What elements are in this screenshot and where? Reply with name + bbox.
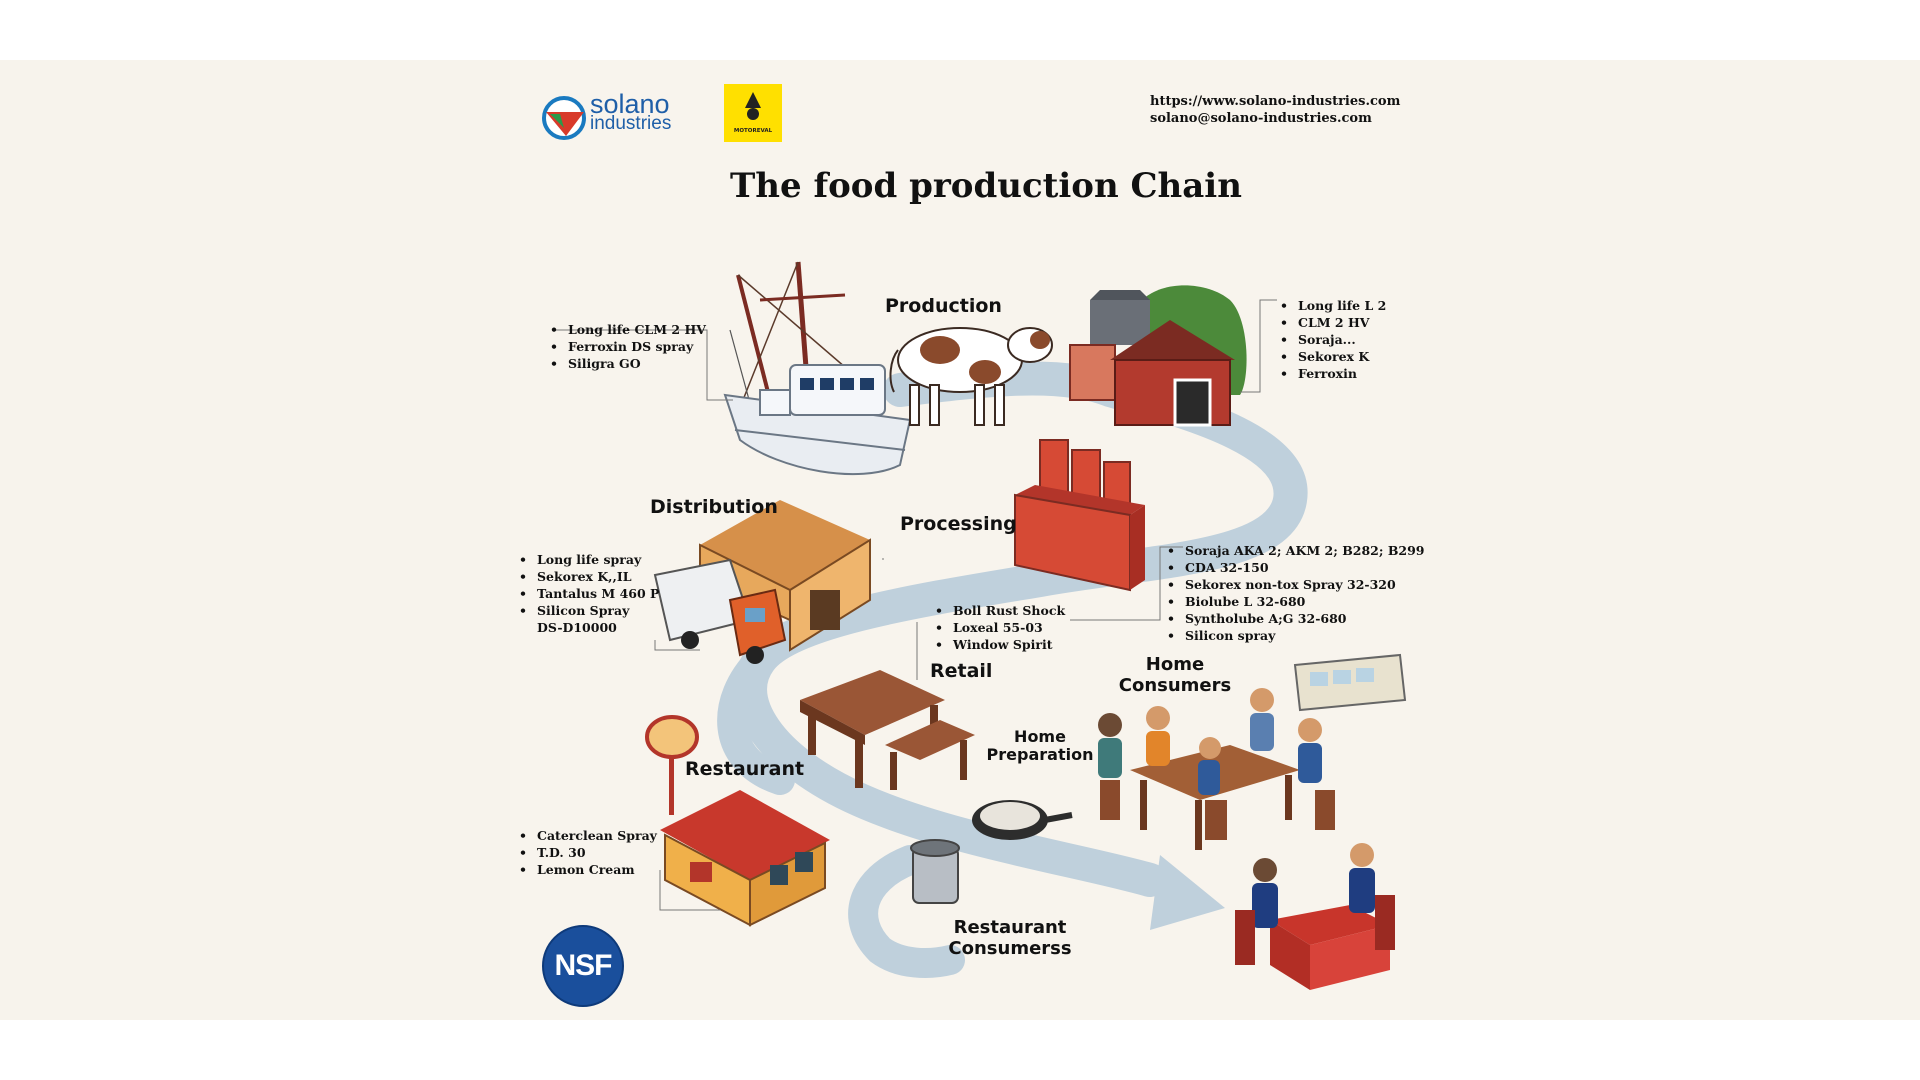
product-list-distribution: Long life spray Sekorex K,,IL Tantalus M… <box>517 551 659 636</box>
product-list-restaurant: Caterclean Spray T.D. 30 Lemon Cream <box>517 827 657 878</box>
product-list-processing: Soraja AKA 2; AKM 2; B282; B299 CDA 32-1… <box>1165 542 1425 644</box>
solano-logo-mark-icon <box>542 96 586 140</box>
restaurant-consumers-illustration <box>1235 843 1395 990</box>
list-item: Sekorex K <box>1278 348 1386 365</box>
list-item: Long life CLM 2 HV <box>548 321 706 338</box>
product-list-retail: Boll Rust Shock Loxeal 55-03 Window Spir… <box>933 602 1065 653</box>
list-item: CDA 32-150 <box>1165 559 1425 576</box>
list-item: Ferroxin DS spray <box>548 338 706 355</box>
list-item: Tantalus M 460 P <box>517 585 659 602</box>
badge-emblem-icon <box>745 92 761 120</box>
website-link[interactable]: https://www.solano-industries.com <box>1150 94 1401 109</box>
stage-label-retail: Retail <box>930 660 993 682</box>
list-item: T.D. 30 <box>517 844 657 861</box>
page-title: The food production Chain <box>730 166 1242 206</box>
cookware-illustration <box>910 800 1073 904</box>
list-item: Loxeal 55-03 <box>933 619 1065 636</box>
list-item: Boll Rust Shock <box>933 602 1065 619</box>
list-item: Long life spray <box>517 551 659 568</box>
product-list-production-right: Long life L 2 CLM 2 HV Soraja... Sekorex… <box>1278 297 1386 382</box>
list-item: Ferroxin <box>1278 365 1386 382</box>
list-item: Silicon Spray <box>517 602 659 619</box>
list-item: Caterclean Spray <box>517 827 657 844</box>
factory-illustration <box>1014 439 1145 592</box>
list-item: Sekorex non-tox Spray 32-320 <box>1165 576 1425 593</box>
logo-word-industries: industries <box>590 113 672 134</box>
list-item: Soraja... <box>1278 331 1386 348</box>
list-item: Sekorex K,,IL <box>517 568 659 585</box>
logo-word-solano: solano <box>590 89 670 119</box>
fishing-boat-illustration <box>723 261 912 476</box>
stage-label-restaurant: Restaurant <box>685 758 805 780</box>
list-item: Window Spirit <box>933 636 1065 653</box>
list-item: Long life L 2 <box>1278 297 1386 314</box>
stage-label-processing: Processing <box>900 513 1017 535</box>
home-consumers-illustration <box>1098 653 1407 850</box>
list-item: Siligra GO <box>548 355 706 372</box>
stage-label-home-consumers: Home Consumers <box>1118 654 1232 696</box>
motoreval-badge: MOTOREVAL <box>724 84 782 142</box>
list-item: Biolube L 32-680 <box>1165 593 1425 610</box>
email-link[interactable]: solano@solano-industries.com <box>1150 111 1372 126</box>
retail-tables-illustration <box>800 670 975 790</box>
list-item-continuation: DS-D10000 <box>537 620 617 635</box>
warehouse-truck-illustration <box>653 500 871 664</box>
badge-label: MOTOREVAL <box>733 128 773 134</box>
list-item: Lemon Cream <box>517 861 657 878</box>
stage-label-production: Production <box>885 295 1002 317</box>
stage-label-distribution: Distribution <box>650 496 778 518</box>
nsf-logo-text: NSF <box>554 949 613 982</box>
list-item: Silicon spray <box>1165 627 1425 644</box>
cow-illustration <box>889 327 1053 426</box>
farm-barn-illustration <box>1069 285 1247 427</box>
solano-logo: solano industries <box>540 89 710 142</box>
nsf-logo: NSF <box>542 925 624 1007</box>
list-item: Soraja AKA 2; AKM 2; B282; B299 <box>1165 542 1425 559</box>
list-item: Syntholube A;G 32-680 <box>1165 610 1425 627</box>
product-list-production-left: Long life CLM 2 HV Ferroxin DS spray Sil… <box>548 321 706 372</box>
restaurant-building-illustration <box>645 715 830 927</box>
list-item: CLM 2 HV <box>1278 314 1386 331</box>
stage-label-restaurant-consumers: Restaurant Consumerss <box>948 917 1072 959</box>
stage-label-home-preparation: Home Preparation <box>986 727 1094 765</box>
